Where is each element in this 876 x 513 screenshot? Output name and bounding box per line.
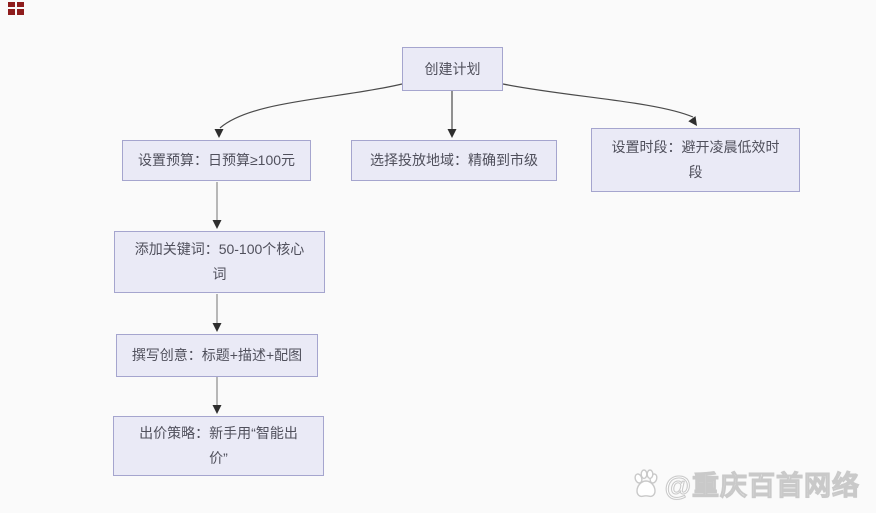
edge-create-to-budget bbox=[219, 83, 403, 129]
red-glyph-icon bbox=[8, 2, 24, 15]
edge-create-to-schedule bbox=[502, 83, 694, 118]
arrowhead-creative bbox=[212, 323, 222, 332]
node-creative: 撰写创意：标题+描述+配图 bbox=[116, 334, 318, 377]
arrowhead-keywords bbox=[212, 220, 222, 229]
node-bidding: 出价策略：新手用“智能出价” bbox=[113, 416, 324, 476]
node-budget: 设置预算：日预算≥100元 bbox=[122, 140, 311, 181]
arrowhead-region bbox=[447, 129, 457, 138]
arrowhead-schedule bbox=[688, 116, 697, 126]
node-create-plan: 创建计划 bbox=[402, 47, 503, 91]
arrowhead-budget bbox=[214, 129, 224, 138]
node-keywords: 添加关键词：50-100个核心词 bbox=[114, 231, 325, 293]
arrowhead-bidding bbox=[212, 405, 222, 414]
node-schedule: 设置时段：避开凌晨低效时段 bbox=[591, 128, 800, 192]
node-region: 选择投放地域：精确到市级 bbox=[351, 140, 557, 181]
